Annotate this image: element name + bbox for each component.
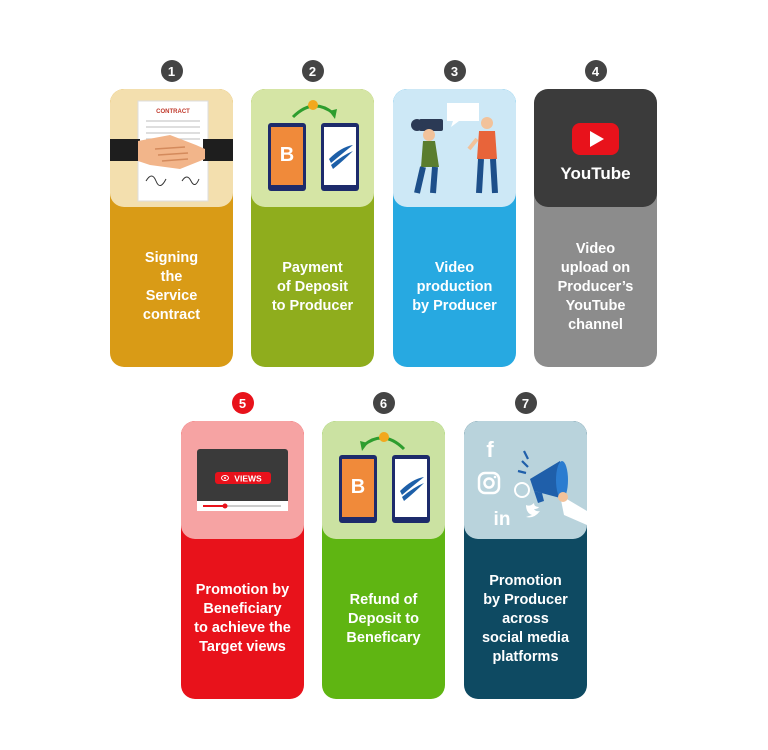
youtube-wordmark: YouTube xyxy=(560,164,630,183)
step-card: B Payment of Deposit to Producer xyxy=(251,89,374,367)
contract-title: CONTRACT xyxy=(156,109,190,115)
phone-refund-icon: B xyxy=(322,421,445,539)
contract-handshake-icon: CONTRACT xyxy=(110,89,233,207)
step-6: 6 B Refund of Deposit to Beneficary xyxy=(322,392,445,699)
step-label: Promotion by Beneficiary to achieve the … xyxy=(194,582,291,655)
facebook-icon: f xyxy=(486,437,494,462)
step-label: Video production by Producer xyxy=(412,259,497,314)
step-5: 5 VIEWS Promotion by Beneficiary to achi… xyxy=(181,392,304,699)
phone-logo-letter: B xyxy=(351,476,365,498)
step-label: Video upload on Producer’s YouTube chann… xyxy=(557,240,634,333)
social-media-megaphone-icon: f in xyxy=(464,421,587,539)
step-number-badge: 4 xyxy=(584,60,607,82)
video-views-icon: VIEWS xyxy=(181,421,304,539)
step-number-badge: 5 xyxy=(231,392,254,414)
step-7: 7 f in Promotion by Producer across soci… xyxy=(464,392,587,699)
step-2: 2 B Payment of Deposit to Producer xyxy=(251,60,374,367)
step-number-badge: 1 xyxy=(160,60,183,82)
views-badge-text: VIEWS xyxy=(234,474,262,484)
step-card: CONTRACT Signing the Service contract xyxy=(110,89,233,367)
step-card: YouTube Video upload on Producer’s YouTu… xyxy=(534,89,657,367)
step-label: Promotion by Producer across social medi… xyxy=(481,572,570,665)
step-number-badge: 6 xyxy=(372,392,395,414)
step-label: Refund of Deposit to Beneficary xyxy=(346,591,421,646)
phone-transfer-icon: B xyxy=(251,89,374,207)
step-card: f in Promotion by Producer across social… xyxy=(464,421,587,699)
youtube-logo-icon: YouTube xyxy=(534,89,657,207)
linkedin-icon: in xyxy=(494,509,511,530)
step-1: 1 CONTRACT Signing the Service contract xyxy=(110,60,233,367)
step-number-badge: 7 xyxy=(514,392,537,414)
step-card: B Refund of Deposit to Beneficary xyxy=(322,421,445,699)
step-label: Payment of Deposit to Producer xyxy=(271,259,354,314)
step-number-badge: 2 xyxy=(301,60,324,82)
step-4: 4 YouTube Video upload on Producer’s You… xyxy=(534,60,657,367)
phone-logo-letter: B xyxy=(280,144,294,166)
step-number-badge: 3 xyxy=(443,60,466,82)
step-card: VIEWS Promotion by Beneficiary to achiev… xyxy=(181,421,304,699)
step-label: Signing the Service contract xyxy=(142,250,201,323)
video-production-icon xyxy=(393,89,516,207)
twitter-icon xyxy=(526,503,540,518)
step-card: Video production by Producer xyxy=(393,89,516,367)
instagram-icon xyxy=(477,471,501,495)
step-3: 3 Video production by Producer xyxy=(393,60,516,367)
whatsapp-icon xyxy=(514,482,530,498)
